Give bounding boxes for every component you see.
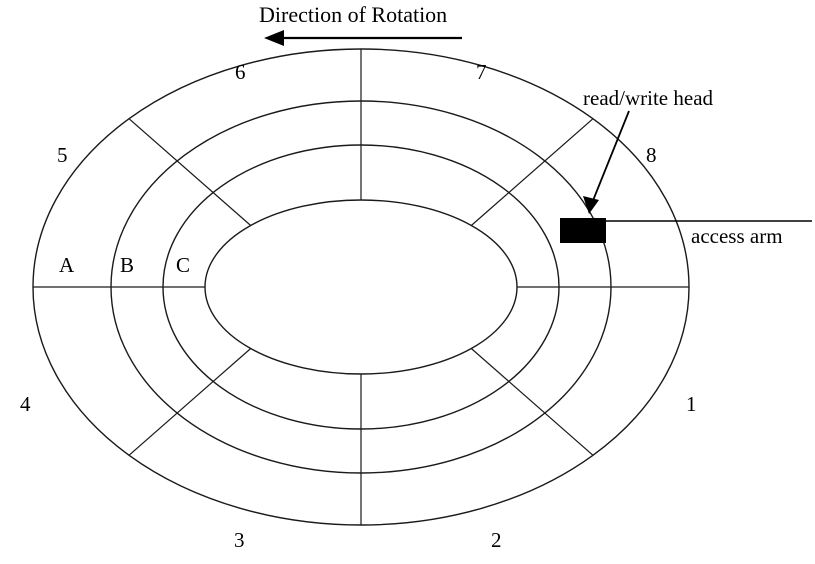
sector-label-2: 2 bbox=[491, 528, 502, 552]
sector-label-1: 1 bbox=[686, 392, 697, 416]
track-label-b: B bbox=[120, 253, 135, 277]
sector-label-4: 4 bbox=[20, 392, 31, 416]
rotation-direction-arrow bbox=[264, 30, 462, 46]
sector-label-3: 3 bbox=[234, 528, 245, 552]
sector-label-8: 8 bbox=[646, 143, 657, 167]
read-write-head-pointer bbox=[583, 110, 630, 214]
sector-divider-135deg bbox=[128, 118, 252, 226]
read-write-head-label: read/write head bbox=[583, 86, 714, 110]
page-title: Direction of Rotation bbox=[259, 2, 448, 27]
access-arm-label: access arm bbox=[691, 224, 783, 248]
track-label-c: C bbox=[176, 253, 191, 277]
read-write-head-block bbox=[560, 218, 606, 243]
sector-label-6: 6 bbox=[235, 60, 246, 84]
sector-label-7: 7 bbox=[476, 60, 487, 84]
sector-divider-315deg bbox=[470, 348, 594, 456]
inner-hub-ellipse bbox=[204, 199, 518, 375]
sector-label-5: 5 bbox=[57, 143, 68, 167]
track-label-a: A bbox=[59, 253, 75, 277]
sector-divider-225deg bbox=[128, 348, 252, 456]
sector-divider-45deg bbox=[470, 118, 594, 226]
